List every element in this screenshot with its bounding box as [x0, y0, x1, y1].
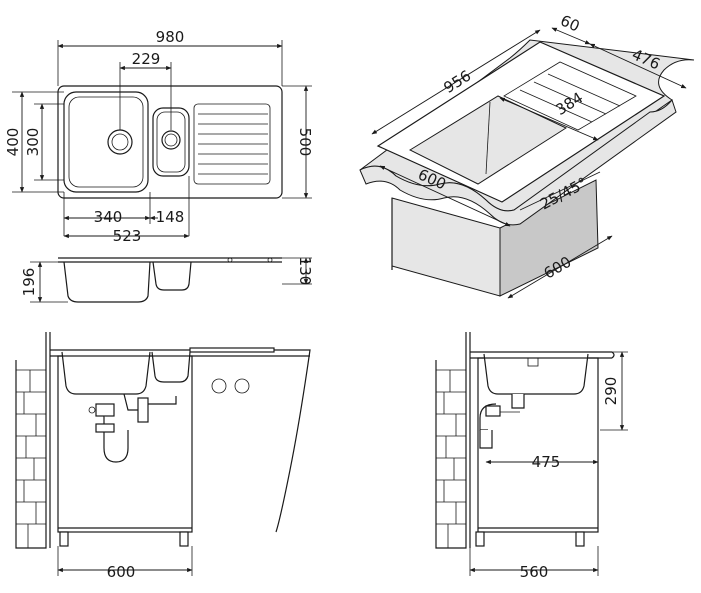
- front-sink-second: [151, 351, 191, 383]
- front-cabinet: [57, 355, 193, 533]
- side-brick-wall: [435, 332, 471, 549]
- side-cabinet: [477, 357, 599, 533]
- sink-outline: [57, 85, 283, 199]
- side-section: 196 130: [20, 257, 314, 303]
- cabinet-front: [391, 197, 501, 297]
- dim-196: 196: [20, 268, 38, 297]
- brick-wall: [15, 332, 51, 549]
- pipe-connection-1: [211, 378, 227, 394]
- front-countertop: [50, 349, 311, 533]
- pipe-connection-2: [234, 378, 250, 394]
- second-bowl-section: [152, 261, 192, 291]
- dim-400: 400: [4, 128, 22, 157]
- front-installation: 600: [15, 332, 311, 581]
- dim-148: 148: [156, 208, 185, 226]
- dim-560: 560: [520, 563, 549, 581]
- top-view: 980 229 400 300 500 340 148 523: [4, 28, 314, 245]
- dim-290: 290: [602, 377, 620, 406]
- dim-300: 300: [24, 128, 42, 157]
- dim-475: 475: [532, 453, 561, 471]
- front-sink-main: [61, 351, 151, 395]
- dim-340: 340: [94, 208, 123, 226]
- dim-500: 500: [296, 128, 314, 157]
- second-drain: [161, 130, 181, 150]
- drainer-ribs: [193, 103, 271, 185]
- isometric-view: 956 60 476 384 600 25/45° 600: [359, 11, 695, 299]
- side-sink-bowl: [483, 353, 589, 395]
- main-bowl: [63, 91, 149, 193]
- dim-130: 130: [296, 257, 314, 286]
- siphon: [88, 393, 177, 463]
- side-siphon: [479, 394, 525, 449]
- dim-980: 980: [156, 28, 185, 46]
- main-bowl-section: [63, 261, 151, 303]
- dim-523: 523: [113, 227, 142, 245]
- dim-600-front-install: 600: [107, 563, 136, 581]
- dim-229: 229: [132, 50, 161, 68]
- side-installation: 290 475 560: [435, 332, 628, 581]
